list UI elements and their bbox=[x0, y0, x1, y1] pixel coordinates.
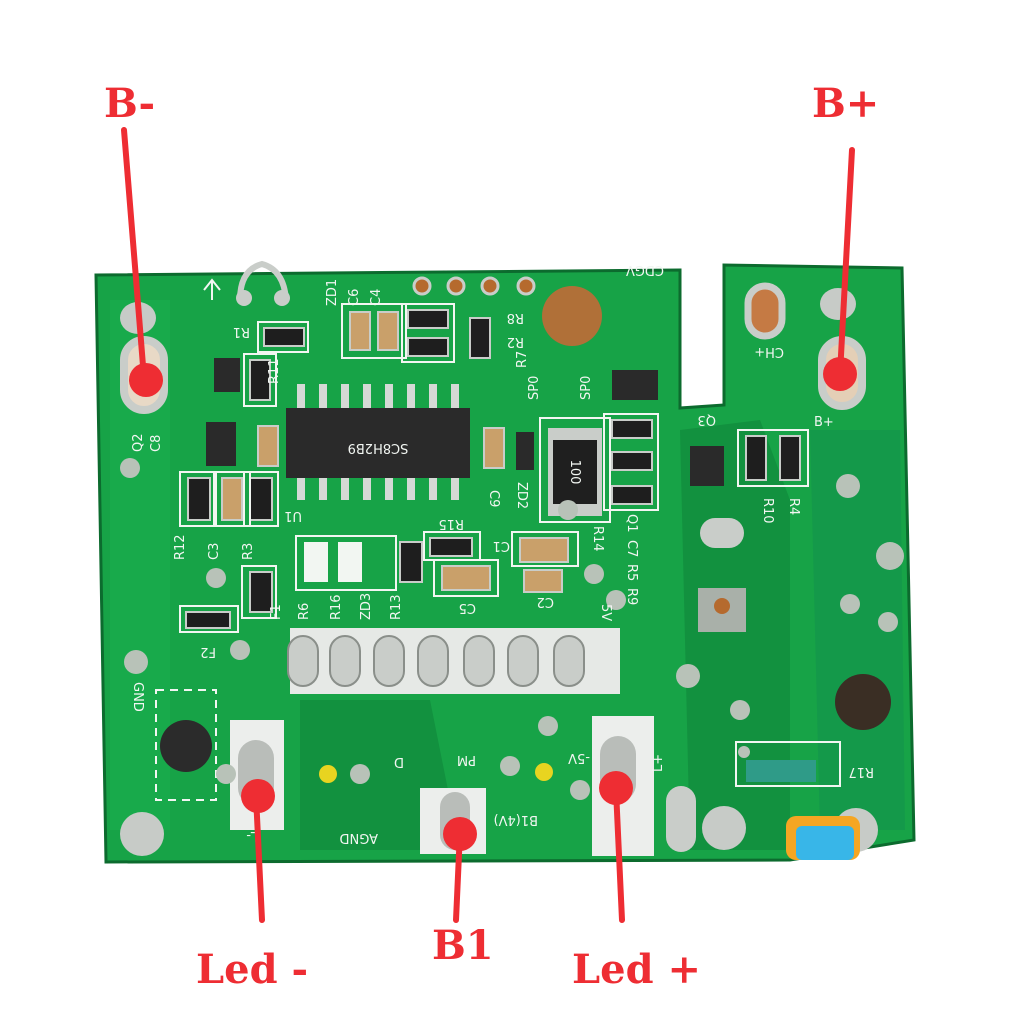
label-r16: R16 bbox=[329, 594, 344, 620]
r17-resistor bbox=[746, 760, 816, 782]
label-gnd: GND bbox=[130, 682, 145, 712]
smd-components bbox=[185, 309, 801, 629]
label-sp0-b: SP0 bbox=[579, 376, 594, 400]
label-r7: R7 bbox=[515, 351, 530, 368]
vias bbox=[120, 458, 904, 800]
label-r17: R17 bbox=[848, 764, 874, 779]
label-c7: C7 bbox=[624, 540, 639, 557]
label-f2: F2 bbox=[200, 644, 216, 659]
label-c9: C9 bbox=[486, 490, 501, 507]
yellow-dots bbox=[319, 763, 553, 783]
label-c2: C2 bbox=[537, 594, 554, 609]
label-r3: R3 bbox=[241, 543, 256, 560]
ic-marking: SC8H2B9 bbox=[348, 440, 409, 455]
label-r6: R6 bbox=[297, 603, 312, 620]
label-r10: R10 bbox=[760, 498, 775, 524]
callout-b-plus: B+ bbox=[812, 80, 880, 127]
label-r11: R11 bbox=[267, 358, 282, 384]
pin-header bbox=[287, 628, 620, 694]
label-r15: R15 bbox=[438, 516, 464, 531]
label-f1: F1 bbox=[269, 604, 284, 620]
label-pm: PM bbox=[457, 752, 476, 767]
silkscreen-labels: CDGV CH+ B+ Q3 R10 R4 Q1 R14 C7 R5 R9 5V… bbox=[130, 262, 874, 845]
label-zd2: ZD2 bbox=[514, 482, 529, 509]
label-c4: C4 bbox=[369, 289, 384, 306]
callout-led-minus: Led - bbox=[196, 946, 309, 993]
label-cdgv: CDGV bbox=[626, 262, 664, 277]
label-r14: R14 bbox=[590, 526, 605, 552]
label-r13: R13 bbox=[389, 594, 404, 620]
label-d: D bbox=[394, 754, 404, 769]
label-c5: C5 bbox=[459, 600, 476, 615]
top-pads bbox=[412, 276, 536, 296]
line-b-plus bbox=[837, 147, 855, 377]
label-q2: Q2 bbox=[131, 433, 146, 452]
callout-b-minus: B- bbox=[104, 80, 156, 127]
label-r5: R5 bbox=[624, 564, 639, 581]
label-q1: Q1 bbox=[624, 514, 639, 533]
label-r12: R12 bbox=[173, 534, 188, 560]
label-5v: 5V bbox=[598, 604, 613, 621]
label-r4: R4 bbox=[786, 498, 801, 515]
line-led-plus bbox=[613, 787, 625, 923]
label-c8: C8 bbox=[149, 435, 164, 452]
led-pads bbox=[230, 716, 696, 856]
label-r1: R1 bbox=[233, 324, 250, 339]
label-zd1: ZD1 bbox=[325, 279, 340, 306]
label-c6: C6 bbox=[347, 289, 362, 306]
dot-b1 bbox=[443, 817, 477, 851]
label-u1: U1 bbox=[284, 508, 302, 523]
label-minus-5v: -5V bbox=[568, 750, 590, 765]
corner-sticker-inner bbox=[796, 826, 854, 860]
label-r9: R9 bbox=[624, 588, 639, 605]
label-b-plus: B+ bbox=[814, 415, 834, 430]
label-c1: C1 bbox=[493, 538, 510, 553]
callout-led-plus: Led + bbox=[572, 946, 701, 993]
label-sp0-a: SP0 bbox=[527, 376, 542, 400]
dot-led-plus bbox=[599, 771, 633, 805]
power-resistor: 100 bbox=[539, 417, 611, 523]
label-agnd: AGND bbox=[340, 830, 378, 845]
callout-b1: B1 bbox=[432, 922, 494, 969]
label-r2: R2 bbox=[507, 334, 524, 349]
label-b1-4v: B1(4V) bbox=[494, 812, 539, 827]
line-b-minus bbox=[121, 127, 147, 381]
label-q3: Q3 bbox=[697, 412, 716, 427]
label-l-plus: L+ bbox=[651, 754, 666, 772]
callout-dots bbox=[129, 357, 857, 851]
label-r8: R8 bbox=[507, 310, 524, 325]
dot-b-minus bbox=[129, 363, 163, 397]
leaded-component bbox=[236, 260, 290, 306]
silkscreen-outlines bbox=[155, 278, 841, 801]
label-zd3: ZD3 bbox=[359, 593, 374, 620]
label-ch-plus: CH+ bbox=[754, 344, 784, 359]
resistor-marking: 100 bbox=[567, 460, 582, 485]
main-ic: SC8H2B9 bbox=[286, 384, 470, 500]
line-led-minus bbox=[253, 793, 265, 923]
dot-led-minus bbox=[241, 779, 275, 813]
label-c3: C3 bbox=[207, 543, 222, 560]
dot-b-plus bbox=[823, 357, 857, 391]
